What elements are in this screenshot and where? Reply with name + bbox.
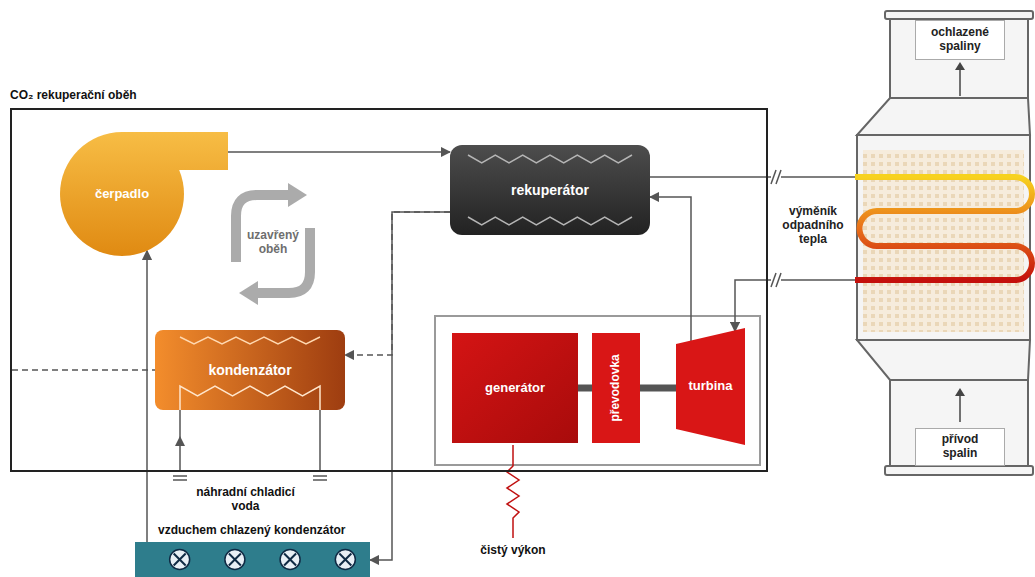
drawing-polygon [676,328,745,445]
drawing-line [339,554,351,566]
generator-box: generátor [452,333,578,443]
drawing-line [284,554,296,566]
node-label: převodovka [609,354,623,421]
drawing-rect [916,429,1005,466]
flow-connector [370,212,450,560]
cycle-arrowhead [288,183,307,207]
drive-housing [435,316,760,465]
drawing-line [776,170,781,184]
drawing-rect [592,333,640,443]
drawing-rect [452,333,578,443]
cycle-arrowhead [239,281,258,305]
drawing-circle [225,550,245,570]
node-heading: vzduchem chlazený kondenzátor [155,524,348,538]
cooling-water-label: náhradní chladicí voda [183,486,308,514]
dashed-return [12,369,155,371]
air-cooler-band: vzduchem chlazený kondenzátor [135,542,370,577]
pump-shape: čerpadlo [60,132,228,256]
flow-connector [650,197,691,342]
drawing-polygon [955,62,965,70]
drawing-rect [771,169,781,185]
node-label: kondenzátor [208,362,291,378]
drawing-line [313,475,327,477]
drawing-rect [916,21,1005,60]
drawing-rect [155,330,345,410]
drawing-polyline [180,337,320,344]
drawing-rect [450,145,650,235]
drawing-line [771,273,776,287]
drawing-circle [170,550,190,570]
drawing-rect [885,11,1033,19]
drawing-rect [885,466,1033,475]
drawing-polygon [955,388,965,396]
drawing-line [173,479,187,481]
flow-connector [228,151,450,153]
flow-arrowhead [175,436,185,446]
node-label: generátor [485,381,545,396]
drawing-rect [122,132,228,170]
node-label: čerpadlo [95,187,149,202]
drawing-polyline [468,155,632,163]
power-output-line [507,445,519,538]
node-heading: výměník odpadního tepla [775,205,851,246]
cooling-water-pipes [173,410,327,480]
drawing-line [174,554,186,566]
node-heading: CO₂ rekuperační oběh [10,89,137,103]
shape-outline [135,542,370,577]
drawing-line [771,170,776,184]
drawing-line [229,554,241,566]
node-label: přívod spalin [929,433,991,461]
power-output-label: čistý výkon [455,544,571,558]
recuperator-box: rekuperátor [450,145,650,235]
drawing-polyline [180,386,320,410]
flow-connector [345,212,450,355]
turbine-shape: turbina [676,328,745,445]
drawing-line [959,394,961,422]
drawing-line [284,554,296,566]
drawing-rect [890,380,1028,468]
drawing-polyline [468,217,632,225]
drawing-path [855,177,1032,280]
gearbox-box: převodovka [592,333,640,443]
flow-connector [146,251,148,542]
drawing-rect [857,135,1030,340]
gas-port-box: ochlazené spaliny [915,20,1005,60]
drawing-line [319,410,321,472]
drive-shaft [578,385,592,392]
cycle-label: uzavřený oběh [233,229,313,257]
drawing-line [339,554,351,566]
drawing-polygon [857,340,1030,380]
pipe-break [771,272,781,288]
drawing-circle [335,550,355,570]
drawing-line [313,479,327,481]
drawing-rect [771,272,781,288]
drawing-line [959,68,961,96]
drawing-circle [280,550,300,570]
gas-port-box: přívod spalin [915,428,1005,466]
node-label: turbina [688,379,732,394]
cycle-boundary: CO₂ rekuperační oběhčerpadlorekuperátork… [10,108,768,472]
drawing-polygon [857,98,1030,135]
heat-exchanger-housing: výměník odpadního teplaochlazené spaliny… [855,10,1032,477]
drawing-line [229,554,241,566]
drive-shaft [640,385,676,392]
pipe-break [771,169,781,185]
condenser-box: kondenzátor [155,330,345,410]
flow-connector [650,176,855,178]
drawing-line [174,554,186,566]
drawing-line [173,475,187,477]
drawing-rect [135,542,370,577]
flow-connector [735,280,855,331]
node-label: rekuperátor [511,182,589,198]
shape-outline [855,10,1032,477]
node-label: ochlazené spaliny [920,26,1000,54]
drawing-line [776,273,781,287]
drawing-rect [890,16,1028,98]
